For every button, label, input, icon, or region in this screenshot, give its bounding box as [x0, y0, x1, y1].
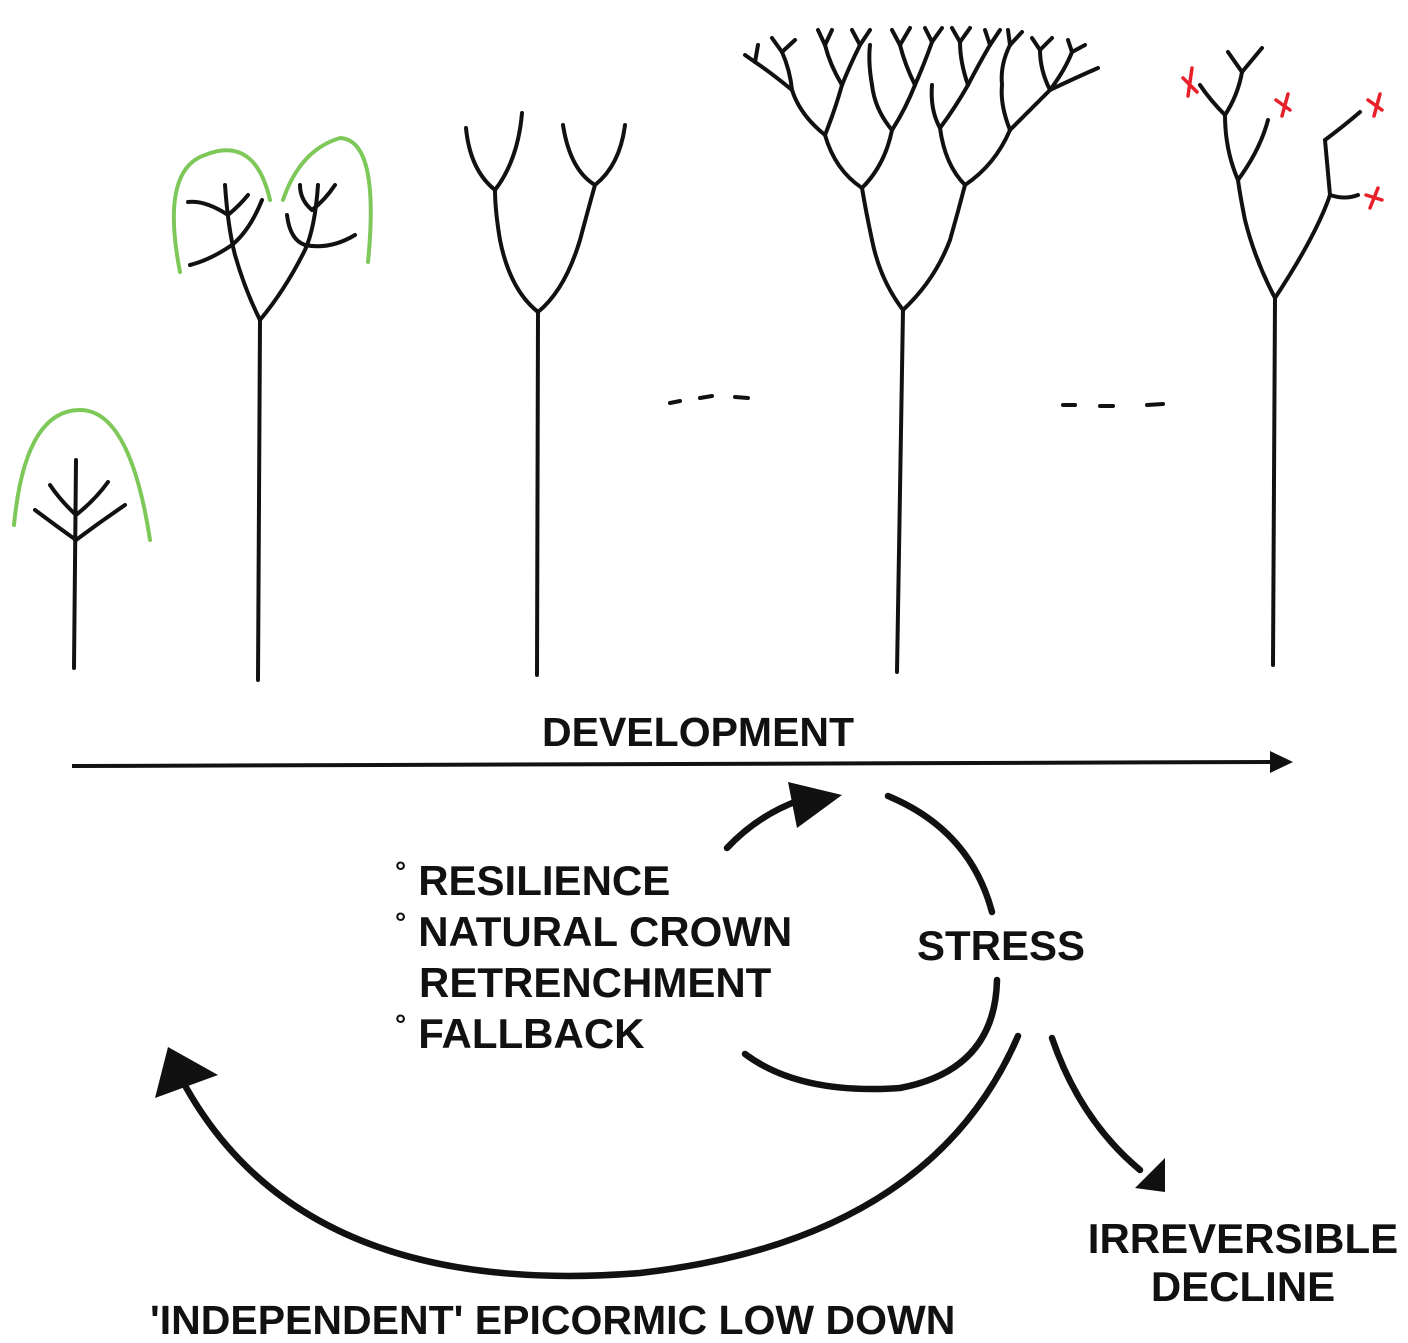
- young-tree-foliage-left: [171, 148, 272, 274]
- young-tree-foliage-right: [281, 136, 373, 264]
- response-item-natural-crown: ° NATURAL CROWN: [395, 906, 792, 957]
- sapling-foliage: [12, 408, 152, 542]
- decline-line: DECLINE: [1150, 1263, 1336, 1310]
- irreversible-line: IRREVERSIBLE: [1087, 1215, 1399, 1262]
- time-ellipsis-2: [1061, 402, 1165, 408]
- bullet-mark: °: [395, 856, 407, 887]
- response-text: RESILIENCE: [418, 857, 671, 904]
- bullet-mark: °: [395, 907, 407, 938]
- epicormic-arc: [178, 1032, 1022, 1280]
- response-text: FALLBACK: [418, 1010, 645, 1057]
- tree-adult: [464, 111, 627, 677]
- response-text: RETRENCHMENT: [419, 959, 772, 1006]
- stress-label: STRESS: [917, 922, 1086, 969]
- development-label: DEVELOPMENT: [542, 709, 855, 755]
- stress-cycle-arrowhead: [788, 782, 842, 828]
- stress-cycle: [723, 792, 1001, 1093]
- response-item-fallback: ° FALLBACK: [395, 1008, 792, 1059]
- dead-branch-marks: [1181, 66, 1384, 210]
- response-list: °RESILIENCE °NATURAL CROWN RETRENCHMENT …: [395, 855, 792, 1059]
- bullet-mark: °: [395, 1009, 407, 1040]
- tree-mature: [743, 26, 1100, 674]
- irreversible-decline-label: IRREVERSIBLE DECLINE: [1078, 1215, 1408, 1311]
- time-ellipsis-1: [668, 394, 750, 405]
- tree-young: [186, 183, 357, 682]
- response-item-resilience: ° RESILIENCE: [395, 855, 792, 906]
- response-text: NATURAL CROWN: [418, 908, 793, 955]
- response-item-retrenchment: RETRENCHMENT: [395, 957, 792, 1008]
- epicormic-label: 'INDEPENDENT' EPICORMIC LOW DOWN: [150, 1297, 956, 1343]
- tree-sapling: [33, 458, 127, 670]
- decline-arc: [1048, 1034, 1144, 1174]
- epicormic-arrowhead: [155, 1047, 218, 1098]
- tree-declining: [1198, 46, 1362, 667]
- decline-arrowhead: [1135, 1158, 1165, 1192]
- development-arrow: [71, 751, 1293, 773]
